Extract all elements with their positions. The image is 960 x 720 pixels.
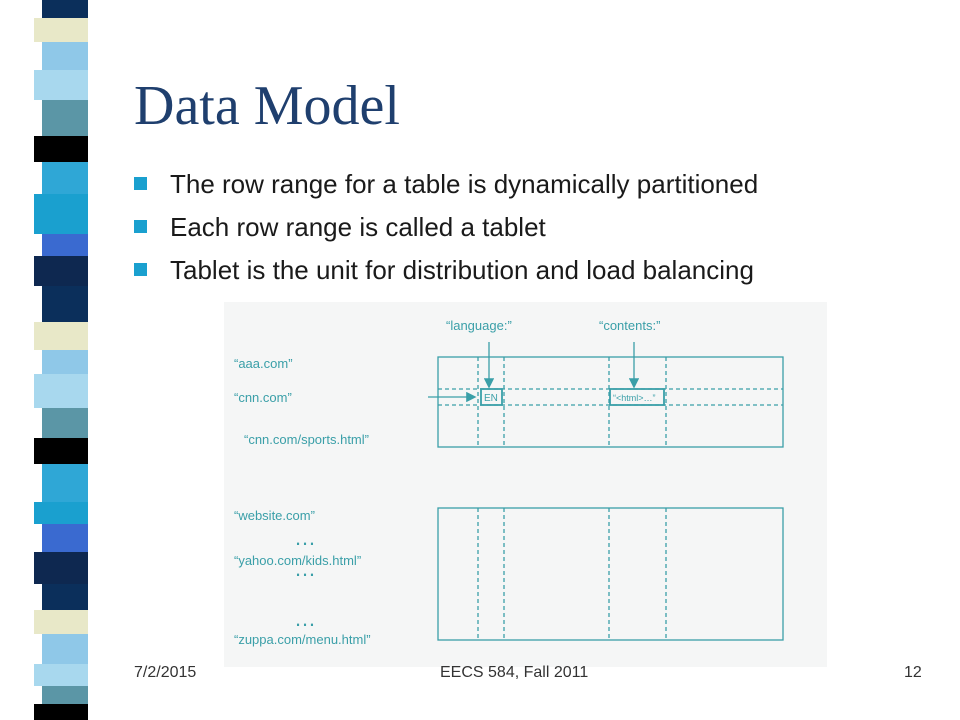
stripe-block <box>34 438 88 464</box>
stripe-block <box>34 322 88 350</box>
stripe-block <box>42 686 88 704</box>
stripe-block <box>42 286 88 322</box>
decorative-stripe <box>34 0 88 720</box>
bullet-item: Each row range is called a tablet <box>134 207 758 250</box>
cell-box-language <box>480 388 503 406</box>
bullet-text: The row range for a table is dynamically… <box>170 169 759 199</box>
bullet-item: The row range for a table is dynamically… <box>134 164 758 207</box>
bullet-square-icon <box>134 220 147 233</box>
stripe-block <box>42 234 88 256</box>
row-label: “cnn.com” <box>234 390 292 405</box>
row-label: “zuppa.com/menu.html” <box>234 632 371 647</box>
row-label: “website.com” <box>234 508 315 523</box>
stripe-block <box>42 42 88 70</box>
cell-value-contents: “<html>…” <box>613 393 656 403</box>
row-label: “cnn.com/sports.html” <box>244 432 369 447</box>
ellipsis: … <box>294 556 316 581</box>
bullet-square-icon <box>134 263 147 276</box>
stripe-block <box>34 552 88 584</box>
bullet-square-icon <box>134 177 147 190</box>
stripe-block <box>34 136 88 162</box>
slide-title: Data Model <box>134 75 400 137</box>
stripe-block <box>42 162 88 194</box>
bullet-text: Tablet is the unit for distribution and … <box>170 255 754 285</box>
tablet-box-lower <box>437 507 784 641</box>
stripe-block <box>34 18 88 42</box>
footer-date: 7/2/2015 <box>134 664 197 681</box>
cell-value-language: EN <box>484 393 498 404</box>
stripe-block <box>42 350 88 374</box>
stripe-block <box>42 100 88 136</box>
column-label-language: “language:” <box>446 318 512 333</box>
tablet-diagram: “language:” “contents:” “aaa.com” “cnn.c… <box>224 302 827 667</box>
stripe-block <box>34 256 88 286</box>
tablet-box-upper <box>437 356 784 448</box>
ellipsis: … <box>294 525 316 550</box>
stripe-block <box>34 194 88 234</box>
stripe-block <box>42 0 88 18</box>
bullet-list: The row range for a table is dynamically… <box>134 164 758 293</box>
stripe-block <box>34 70 88 100</box>
row-label: “aaa.com” <box>234 356 293 371</box>
stripe-block <box>42 524 88 552</box>
ellipsis: … <box>294 606 316 631</box>
stripe-block <box>42 408 88 438</box>
stripe-block <box>34 374 88 408</box>
stripe-block <box>42 584 88 610</box>
cell-box-contents <box>609 388 665 406</box>
stripe-block <box>42 464 88 502</box>
stripe-block <box>34 610 88 634</box>
column-label-contents: “contents:” <box>599 318 660 333</box>
stripe-block <box>34 704 88 720</box>
stripe-block <box>34 664 88 686</box>
footer-page-number: 12 <box>904 664 922 681</box>
bullet-item: Tablet is the unit for distribution and … <box>134 250 758 293</box>
row-label: “yahoo.com/kids.html” <box>234 553 361 568</box>
footer-course: EECS 584, Fall 2011 <box>440 664 589 681</box>
bullet-text: Each row range is called a tablet <box>170 212 546 242</box>
stripe-block <box>34 502 88 524</box>
stripe-block <box>42 634 88 664</box>
